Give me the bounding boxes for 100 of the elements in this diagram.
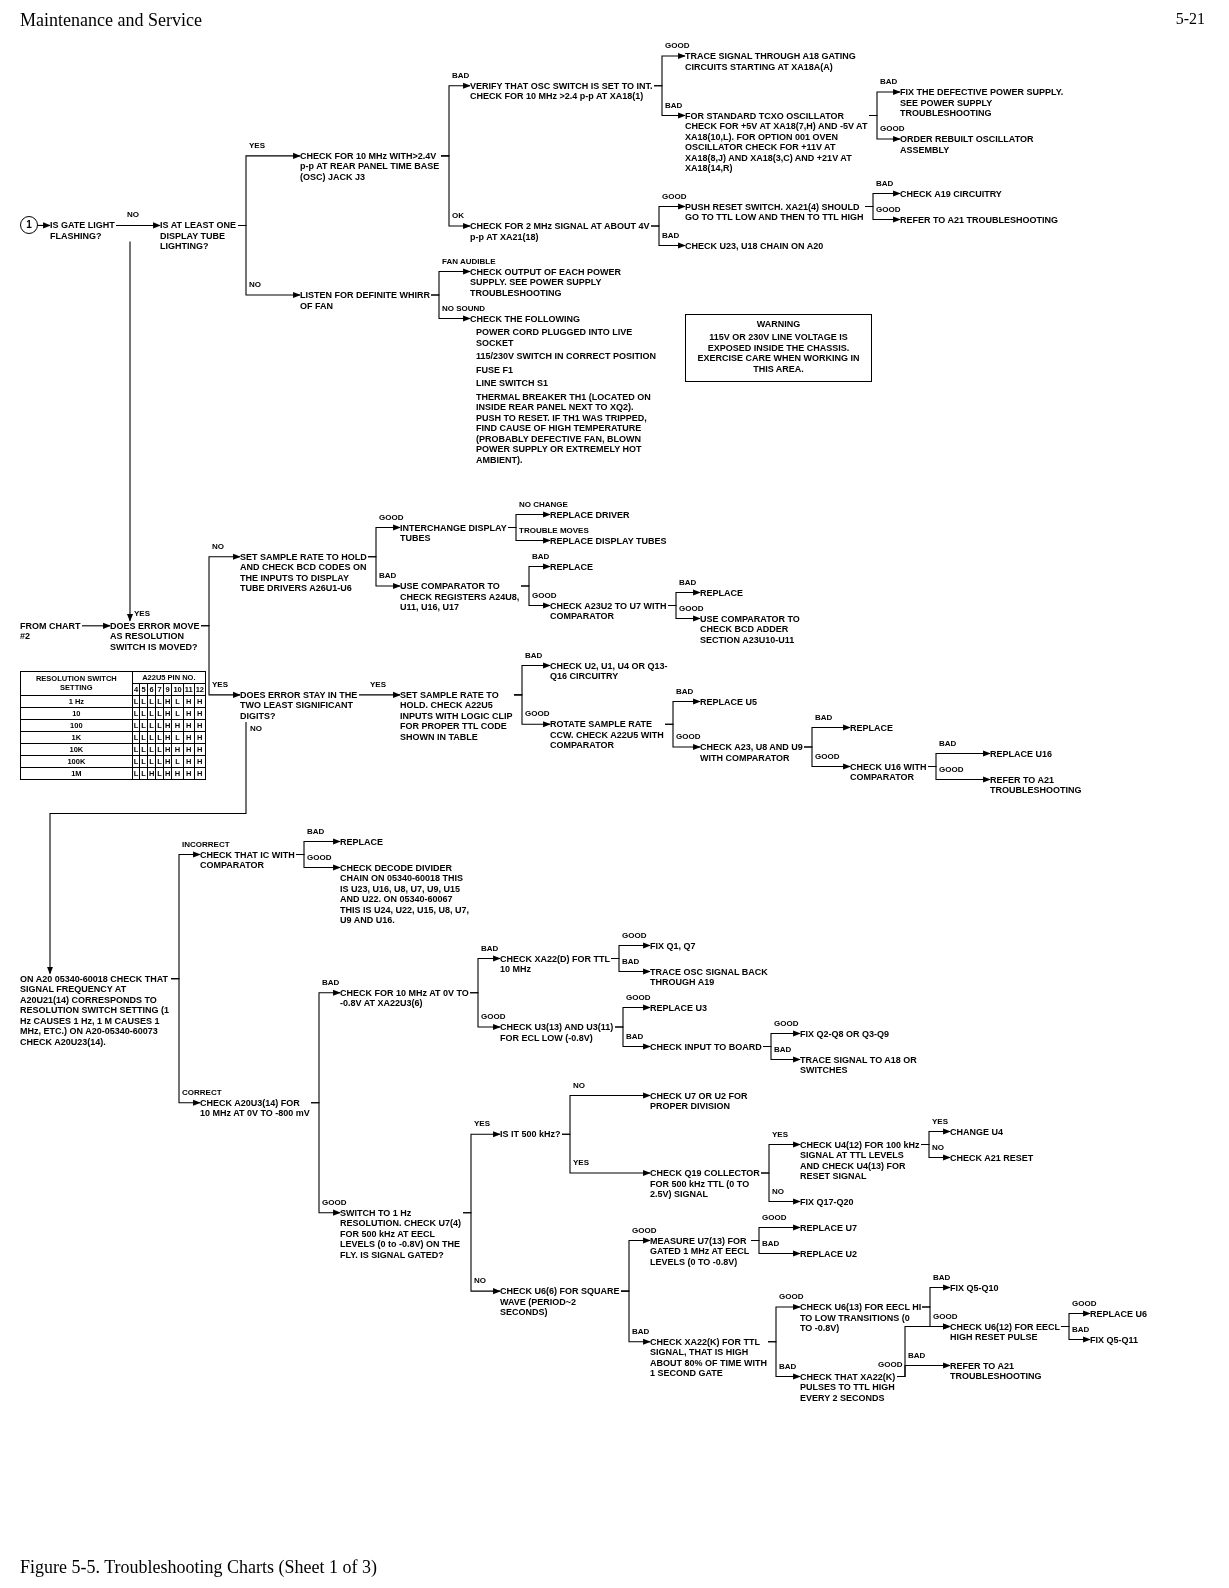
edge-label: GOOD bbox=[675, 732, 702, 741]
edge-label: BAD bbox=[1071, 1324, 1091, 1334]
edge-label: GOOD bbox=[631, 1225, 658, 1235]
edge-label: BAD bbox=[621, 956, 641, 966]
edge-label: NO bbox=[249, 723, 263, 733]
edge-label: GOOD bbox=[879, 124, 906, 133]
step-text: REFER TO A21 TROUBLESHOOTING bbox=[900, 214, 1060, 225]
edge-label: NO bbox=[473, 1276, 487, 1286]
step-text: CHECK Q19 COLLECTOR FOR 500 kHz TTL (0 TO 2.5V) SIGNAL bbox=[650, 1168, 761, 1200]
edge-label: GOOD bbox=[932, 1311, 959, 1321]
edge-label: CORRECT bbox=[181, 1087, 223, 1097]
edge-label: YES bbox=[931, 1116, 949, 1126]
step-text: REPLACE bbox=[850, 722, 895, 733]
arrow bbox=[667, 604, 701, 622]
arrow bbox=[920, 1143, 951, 1161]
step-text: DOES ERROR STAY IN THE TWO LEAST SIGNIFICANT DIGITS? bbox=[240, 689, 359, 722]
arrow bbox=[650, 225, 686, 249]
edge-label: INCORRECT bbox=[181, 839, 231, 849]
step-text: FIX Q5-Q10 bbox=[950, 1282, 1000, 1293]
step-text: CHECK XA22(K) FOR TTL SIGNAL, THAT IS HIGH ABOUT 80% OF TIME WITH 1 SECOND GATE bbox=[650, 1336, 768, 1379]
edge-label: GOOD bbox=[1071, 1298, 1098, 1308]
edge-label: GOOD bbox=[524, 709, 551, 719]
step-text: CHECK DECODE DIVIDER CHAIN ON 05340-60018 THIS IS U23, U16, U8, U7, U9, U15 AND U22. ON 05340-60067 THIS IS U24, U22, U15, U8, U7, U9 AND U16. bbox=[340, 862, 471, 926]
step-text: REPLACE U6 bbox=[1090, 1308, 1149, 1319]
figure-caption: Figure 5-5. Troubleshooting Charts (Sheet 1 of 3) bbox=[20, 1557, 377, 1578]
edge-label: BAD bbox=[378, 571, 398, 580]
step-text: REPLACE U2 bbox=[800, 1248, 859, 1259]
edge-label: BAD bbox=[879, 77, 899, 86]
edge-label: GOOD bbox=[773, 1018, 800, 1028]
edge-label: BAD bbox=[625, 1031, 645, 1041]
step-text: REPLACE U3 bbox=[650, 1002, 709, 1013]
step-text: FIX Q1, Q7 bbox=[650, 940, 697, 951]
step-text: SET SAMPLE RATE TO HOLD. CHECK A22U5 INPUTS WITH LOGIC CLIP FOR PROPER TTL CODE SHOWN IN TABLE bbox=[400, 689, 514, 743]
step-text: CHECK INPUT TO BOARD bbox=[650, 1041, 763, 1052]
step-text: CHANGE U4 bbox=[950, 1126, 1005, 1137]
step-text: USE COMPARATOR TO CHECK REGISTERS A24U8, U11, U16, U17 bbox=[400, 581, 521, 613]
step-text: LISTEN FOR DEFINITE WHIRR OF FAN bbox=[300, 290, 431, 311]
edge-label: BAD bbox=[321, 977, 341, 987]
edge-label: BAD bbox=[631, 1326, 651, 1336]
arrow bbox=[440, 155, 471, 230]
edge-label: BAD bbox=[778, 1361, 798, 1371]
edge-label: OK bbox=[451, 211, 465, 220]
edge-label: GOOD bbox=[306, 852, 333, 862]
arrow bbox=[46, 721, 247, 975]
edge-label: BAD bbox=[306, 826, 326, 836]
step-text: IS AT LEAST ONE DISPLAY TUBE LIGHTING? bbox=[160, 220, 238, 252]
warning-heading: WARNING bbox=[755, 318, 802, 329]
step-text: CHECK A20U3(14) FOR 10 MHz AT 0V TO -800 mV bbox=[200, 1097, 311, 1119]
edge-label: GOOD bbox=[877, 1359, 904, 1369]
step-text: DOES ERROR MOVE AS RESOLUTION SWITCH IS MOVED? bbox=[110, 620, 201, 653]
step-text: INTERCHANGE DISPLAY TUBES bbox=[400, 522, 508, 544]
step-text: REPLACE U7 bbox=[800, 1222, 859, 1233]
edge-label: BAD bbox=[531, 551, 551, 561]
page-number: 5-21 bbox=[1175, 10, 1205, 28]
edge-label: BAD bbox=[932, 1272, 952, 1282]
arrow bbox=[653, 85, 686, 119]
step-text: MEASURE U7(13) FOR GATED 1 MHz AT EECL LEVELS (0 TO -0.8V) bbox=[650, 1235, 751, 1267]
arrow bbox=[295, 853, 341, 871]
arrow bbox=[896, 1362, 951, 1378]
step-text: ROTATE SAMPLE RATE CCW. CHECK A22U5 WITH COMPARATOR bbox=[550, 719, 665, 751]
edge-label: BAD bbox=[661, 230, 681, 240]
edge-label: NO bbox=[572, 1080, 586, 1090]
edge-label: NO CHANGE bbox=[518, 499, 569, 509]
arrow bbox=[310, 1102, 341, 1216]
arrow bbox=[864, 205, 901, 223]
arrow bbox=[358, 691, 401, 698]
edge-label: BAD bbox=[664, 100, 684, 110]
note-text: 115/230V SWITCH IN CORRECT POSITION bbox=[475, 351, 657, 362]
step-text: CHECK FOR 2 MHz SIGNAL AT ABOUT 4V p-p AT XA21(18) bbox=[470, 221, 651, 242]
step-text: FOR STANDARD TCXO OSCILLATOR CHECK FOR +5V AT XA18(7,H) AND -5V AT XA18(10,L). FOR OPTION 001 OVEN OSCILLATOR CHECK FOR +11V AT XA18(8,J) AND XA18(3,C) AND +21V AT XA18(14,R) bbox=[685, 110, 869, 174]
step-text: CHECK FOR 10 MHz AT 0V TO -0.8V AT XA22U3(6) bbox=[340, 987, 470, 1009]
note-heading: CHECK THE FOLLOWING bbox=[470, 313, 581, 324]
edge-label: GOOD bbox=[531, 590, 558, 600]
step-text: REPLACE bbox=[550, 561, 595, 572]
arrow bbox=[760, 1172, 801, 1205]
edge-label: GOOD bbox=[875, 204, 902, 214]
step-text: IS IT 500 kHz? bbox=[500, 1129, 562, 1140]
edge-label: YES bbox=[572, 1158, 590, 1167]
edge-label: GOOD bbox=[778, 1292, 805, 1301]
warning-text: 115V OR 230V LINE VOLTAGE IS EXPOSED INSIDE THE CHASSIS. EXERCISE CARE WHEN WORKING IN THIS AREA. bbox=[696, 332, 861, 374]
step-text: CHECK U16 WITH COMPARATOR bbox=[850, 761, 928, 783]
step-text: PUSH RESET SWITCH. XA21(4) SHOULD GO TO TTL LOW AND THEN TO TTL HIGH bbox=[685, 201, 865, 223]
step-text: CHECK U3(13) AND U3(11) FOR ECL LOW (-0.8V) bbox=[500, 1022, 615, 1043]
edge-label: YES bbox=[248, 140, 266, 150]
step-text: TRACE SIGNAL THROUGH A18 GATING CIRCUITS STARTING AT XA18A(A) bbox=[685, 51, 857, 72]
step-text: SWITCH TO 1 Hz RESOLUTION. CHECK U7(4) FOR 500 kHz AT EECL LEVELS (0 to -0.8V) ON THE FLY. IS SIGNAL GATED? bbox=[340, 1207, 463, 1261]
arrow bbox=[170, 978, 201, 1106]
step-text: ON A20 05340-60018 CHECK THAT SIGNAL FREQUENCY AT A20U21(14) CORRESPONDS TO RESOLUTION SWITCH SETTING (1 Hz CAUSES 1 Hz, 1 M CAUSES 1 MHz, ETC.) ON A20-05340-60073 CHECK A20U23(14). bbox=[20, 973, 171, 1048]
edge-label: YES bbox=[211, 679, 229, 689]
step-text: CHECK A23U2 TO U7 WITH COMPARATOR bbox=[550, 600, 668, 622]
edge-label: YES bbox=[133, 608, 151, 618]
edge-label: NO bbox=[771, 1186, 785, 1196]
step-text: VERIFY THAT OSC SWITCH IS SET TO INT. CHECK FOR 10 MHz >2.4 p-p AT XA18(1) bbox=[470, 80, 654, 102]
arrow bbox=[200, 553, 241, 627]
arrow bbox=[469, 992, 501, 1031]
edge-label: GOOD bbox=[661, 191, 688, 201]
step-text: CHECK U6(13) FOR EECL HI TO LOW TRANSITIONS (0 TO -0.8V) bbox=[800, 1302, 922, 1334]
step-text: CHECK U6(6) FOR SQUARE WAVE (PERIOD~2 SECONDS) bbox=[500, 1286, 621, 1318]
edge-label: NO bbox=[248, 280, 262, 289]
step-text: REPLACE bbox=[340, 836, 385, 847]
